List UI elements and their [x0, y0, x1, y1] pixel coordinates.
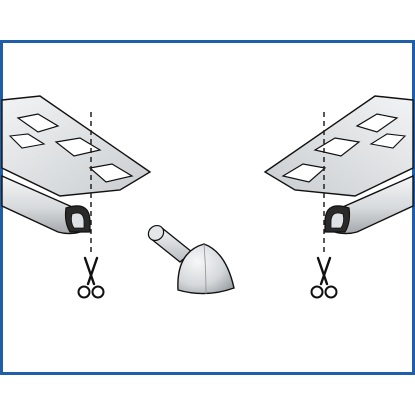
scissors-icon	[310, 256, 338, 299]
right-tile-trim-profile	[263, 95, 414, 235]
corner-end-cap-icon	[147, 224, 235, 295]
scissors-icon	[77, 256, 105, 299]
left-tile-trim-profile	[1, 95, 152, 235]
